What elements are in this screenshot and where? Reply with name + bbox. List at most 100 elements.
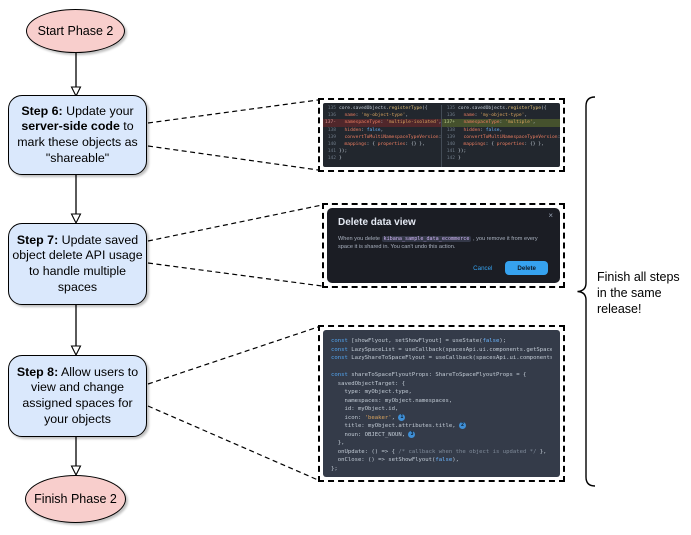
k-segment: convertToMultiNamespaceTypeVersion [458, 134, 558, 140]
line-number: 138 [327, 127, 336, 133]
diff-line: 137- namespaceType: 'multiple-isolated', [323, 119, 441, 127]
line-code: } [458, 155, 560, 162]
brace [577, 96, 596, 487]
n-segment: 1 [398, 413, 406, 421]
line-code: mappings: { properties: {} }, [339, 141, 441, 148]
line-code: namespaceType: 'multiple-isolated', [339, 119, 441, 126]
diff-line: 140 mappings: { properties: {} }, [323, 141, 441, 148]
delete-modal-screenshot-frame: Delete data view × When you delete kiban… [322, 203, 565, 288]
t-segment: , you remove it from every space it is s… [338, 236, 538, 251]
c-segment: /* callback when the object is updated *… [398, 448, 537, 455]
line-code: }); [458, 148, 560, 155]
w-segment: type: myObject.type, [331, 389, 412, 395]
line-number: 136 [327, 113, 336, 119]
bl-segment: false [435, 457, 453, 463]
code-line: const LazyShareToSpaceFlyout = useCallba… [331, 354, 552, 363]
w-segment: : [439, 135, 441, 140]
close-icon[interactable]: × [548, 211, 553, 220]
b-segment: Step 8: [16, 364, 59, 379]
n-segment: 2 [458, 422, 466, 429]
line-number: 141 [327, 149, 336, 155]
k-segment: convertToMultiNamespaceTypeVersion [339, 134, 439, 140]
code-line: onClose: () => setShowFlyout(false), [331, 456, 552, 465]
w-segment: , [499, 127, 503, 133]
code-line: noun: OBJECT_NOUN, 3 [331, 430, 552, 440]
w-segment: , [439, 120, 441, 125]
code-segment: kibana_sample_data_ecommerce [381, 236, 472, 242]
f-segment: registerType [388, 106, 422, 111]
line-code: } [339, 155, 441, 162]
line-code: hidden: false, [339, 127, 441, 134]
code-line: const shareToSpaceFlyoutProps: ShareToSp… [331, 371, 552, 380]
diff-line: 139 convertToMultiNamespaceTypeVersion: … [323, 134, 441, 141]
line-number: 136 [446, 113, 455, 119]
kw-segment: const [331, 355, 348, 361]
delete-modal: Delete data view × When you delete kiban… [327, 208, 560, 283]
s-segment: 'beaker' [364, 414, 392, 421]
cancel-button[interactable]: Cancel [473, 264, 493, 272]
start-node: Start Phase 2 [26, 9, 125, 53]
code-line: title: myObject.attributes.title, 2 [331, 422, 552, 431]
line-number: 137+ [443, 120, 455, 126]
k-segment: namespaceType [339, 120, 381, 126]
delete-button[interactable]: Delete [505, 261, 548, 275]
diff-line: 140 mappings: { properties: {} }, [442, 141, 560, 148]
line-number: 137- [324, 120, 336, 126]
code-line: }; [331, 465, 552, 474]
line-number: 135 [327, 106, 336, 111]
w-segment: shareToSpaceFlyoutProps: ShareToSpaceFly… [347, 372, 527, 378]
diff-line: 142} [323, 155, 441, 162]
line-code: convertToMultiNamespaceTypeVersion: ' [458, 134, 560, 141]
modal-body: When you delete kibana_sample_data_ecomm… [338, 235, 546, 252]
line-code: name: 'my-object-type', [458, 112, 560, 119]
w-segment: icon: [331, 414, 365, 421]
line-code: }); [339, 148, 441, 155]
w-segment: , [524, 113, 528, 119]
s-segment: 'my-object-type' [480, 113, 525, 119]
finish-label: Finish Phase 2 [34, 492, 117, 506]
w-segment: : [558, 135, 560, 140]
line-code: convertToMultiNamespaceTypeVersion: ' [339, 134, 441, 141]
step6-label: Step 6: Update your server-side code to … [12, 104, 143, 167]
line-number: 139 [327, 134, 336, 140]
w-segment: }, [536, 448, 547, 455]
step8-label: Step 8: Allow users to view and change a… [12, 365, 143, 428]
w-segment: : {} }, [405, 142, 425, 148]
line-number: 139 [446, 134, 455, 140]
code-line: savedObjectTarget: { [331, 380, 552, 389]
w-segment: }); [458, 149, 467, 155]
line-number: 140 [327, 142, 336, 148]
code-line: }, [331, 439, 552, 448]
w-segment: namespaces: myObject.namespaces, [331, 397, 453, 404]
s-segment: 'multiple' [505, 120, 533, 126]
w-segment: ({ [422, 106, 428, 111]
w-segment: core.savedObjects. [458, 106, 508, 111]
bl-segment: false [482, 338, 500, 344]
k-segment: name [458, 113, 475, 119]
flyout-code-screenshot-frame: const [showFlyout, setShowFlyout] = useS… [318, 325, 565, 482]
t-segment: Update your [62, 103, 134, 118]
kw-segment: const [331, 346, 348, 353]
w-segment: savedObjectTarget: { [331, 380, 406, 387]
step8-node: Step 8: Allow users to view and change a… [8, 355, 147, 437]
step7-label: Step 7: Update saved object delete API u… [12, 233, 143, 296]
diff-line: 136 name: 'my-object-type', [442, 112, 560, 119]
w-segment: : {} }, [524, 142, 544, 148]
code-line: onUpdate: () => { /* callback when the o… [331, 448, 552, 457]
w-segment: , [380, 127, 384, 133]
line-code: core.savedObjects.registerType({ [339, 105, 441, 112]
arrow-step8-to-finish [70, 437, 82, 477]
k-segment: hidden [458, 127, 481, 133]
code-line: id: myObject.id, [331, 405, 552, 414]
callout-lines-step8 [147, 326, 319, 481]
w-segment: }, [331, 440, 345, 446]
w-segment: , [391, 414, 399, 421]
w-segment: title: myObject.attributes.title, [331, 423, 459, 429]
step6-node: Step 6: Update your server-side code to … [8, 95, 147, 175]
w-segment: : [474, 113, 481, 119]
